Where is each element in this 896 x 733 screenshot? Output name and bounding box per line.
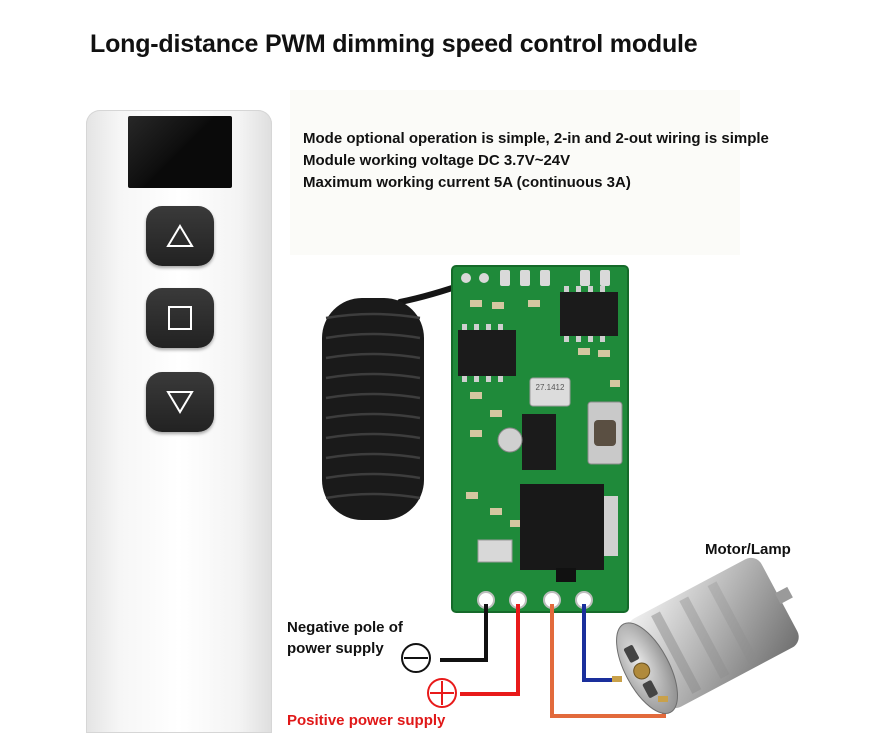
ic-chip — [560, 292, 618, 336]
remote-stop-button[interactable] — [146, 288, 214, 348]
coil-antenna — [322, 298, 424, 520]
triangle-up-icon — [166, 224, 194, 247]
negative-label-line-1: Negative pole of — [287, 619, 403, 636]
remote-down-button[interactable] — [146, 372, 214, 432]
remote-control — [86, 110, 272, 733]
spec-line-3: Maximum working current 5A (continuous 3… — [303, 174, 631, 191]
square-stop-icon — [168, 306, 192, 330]
spec-panel — [290, 90, 740, 255]
output-wire-2 — [582, 604, 616, 682]
motor-lamp-label: Motor/Lamp — [705, 541, 791, 558]
page-title: Long-distance PWM dimming speed control … — [90, 30, 698, 58]
minus-icon — [401, 643, 431, 673]
negative-label-line-2: power supply — [287, 640, 384, 657]
spec-line-1: Mode optional operation is simple, 2-in … — [303, 130, 769, 147]
crystal-oscillator — [529, 377, 571, 407]
remote-up-button[interactable] — [146, 206, 214, 266]
dc-motor-image — [612, 557, 799, 715]
plus-icon — [427, 678, 457, 708]
triangle-down-icon — [166, 391, 194, 414]
remote-display — [128, 116, 232, 188]
negative-wire — [440, 604, 488, 662]
mosfet-chip — [520, 484, 604, 570]
pcb-module: 27.1412 — [451, 265, 629, 613]
positive-wire — [460, 604, 520, 696]
ic-chip — [458, 330, 516, 376]
positive-label: Positive power supply — [287, 712, 446, 729]
spec-line-2: Module working voltage DC 3.7V~24V — [303, 152, 571, 169]
regulator-chip — [522, 414, 556, 470]
crystal-label: 27.1412 — [536, 383, 565, 392]
